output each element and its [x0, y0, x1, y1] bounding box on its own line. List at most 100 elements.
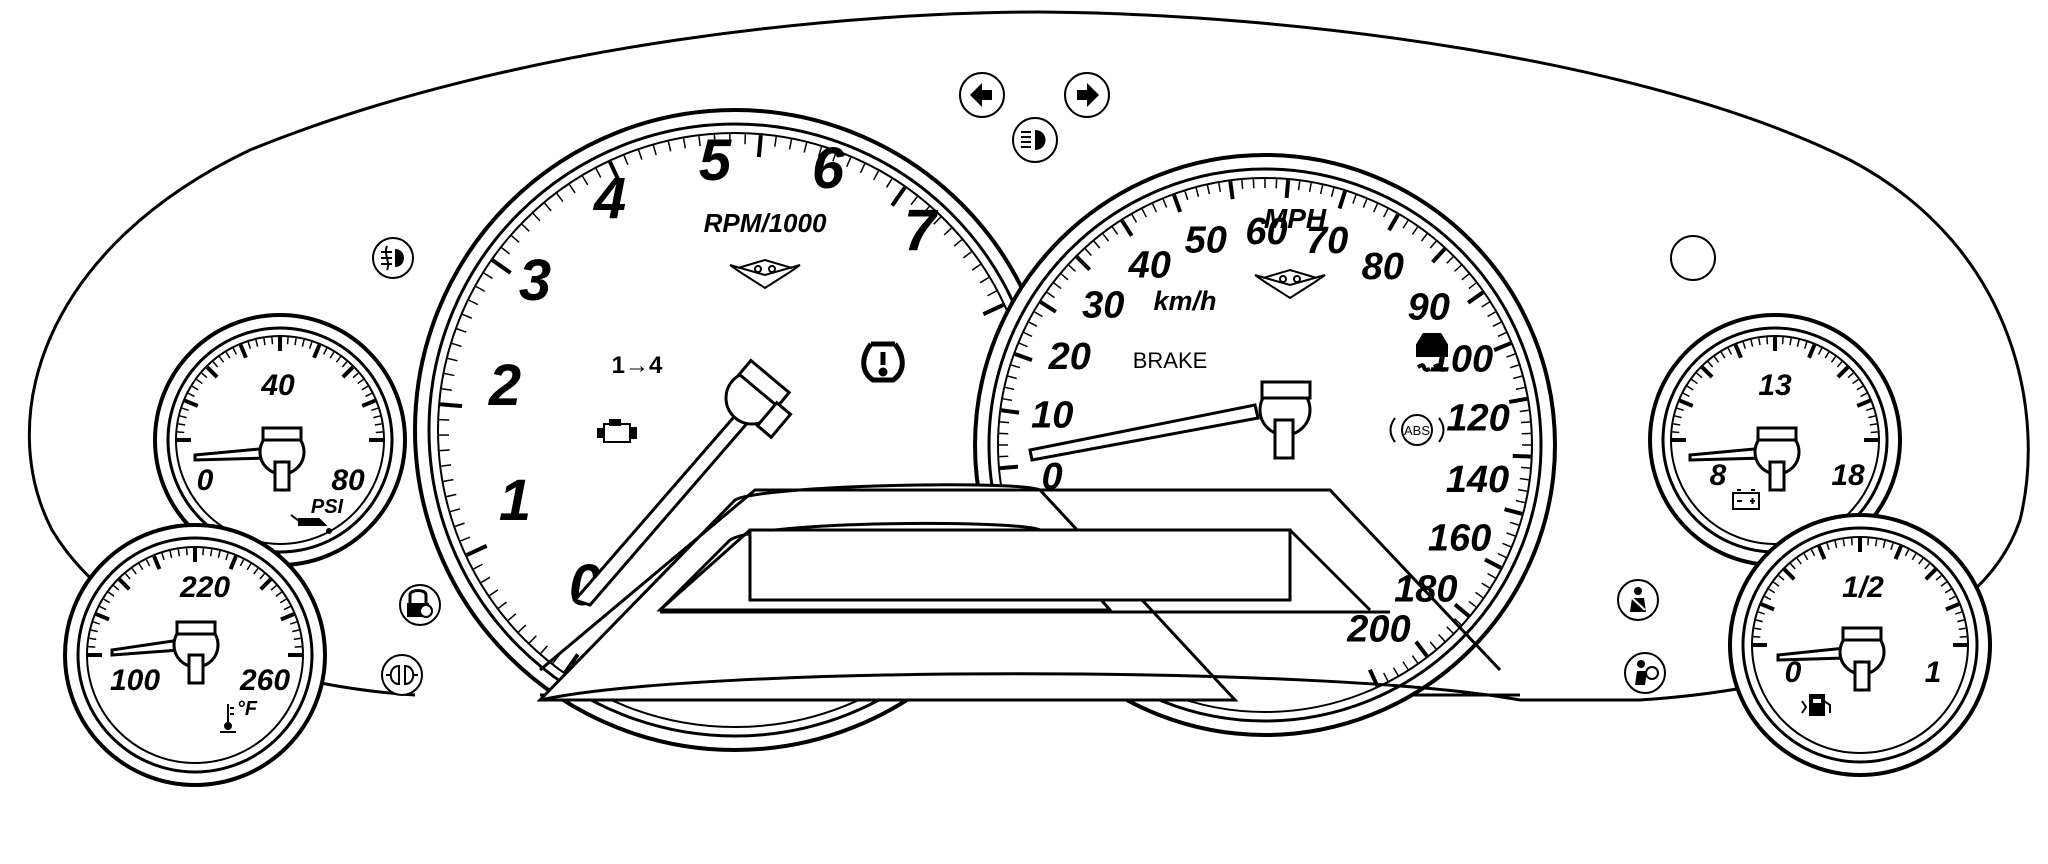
tach-tick [563, 653, 580, 674]
tach-tick [774, 136, 777, 147]
tach-tick [987, 290, 997, 297]
fuel-tick [1834, 540, 1838, 548]
speedo-tick [999, 421, 1010, 424]
tach-tick [817, 146, 823, 157]
speedo-tick [1506, 353, 1516, 358]
speedo-tick [1508, 396, 1528, 404]
volt-tick [1781, 337, 1784, 345]
volt-tick [1836, 361, 1843, 368]
temp-tick-label: 220 [179, 571, 230, 604]
oil-tick [225, 351, 231, 359]
oil-tick [179, 415, 187, 419]
voltmeter-gauge: 13 8 18 [1648, 313, 1902, 567]
volt-tick [1707, 361, 1714, 368]
speedo-tick [1481, 301, 1490, 308]
tach-tick-label: 3 [519, 248, 551, 313]
oil-tick [322, 347, 328, 355]
turn-left-icon [959, 72, 1005, 118]
speedo-tick-label: 140 [1446, 459, 1509, 501]
tach-tick [444, 372, 455, 377]
tach-tick [441, 388, 452, 391]
oil-tick [218, 356, 225, 363]
speedo-tick [1060, 273, 1069, 281]
tach-needle [572, 358, 793, 607]
oil-tick [255, 339, 259, 347]
speedo-tick [1481, 582, 1490, 589]
speedo-tick [1487, 572, 1496, 579]
oil-tick [308, 341, 313, 349]
volt-tick-label: 18 [1831, 459, 1865, 492]
volt-tick [1870, 431, 1878, 434]
speedo-tick-label: 200 [1346, 608, 1410, 650]
speedo-tick [1002, 398, 1013, 402]
speedo-tick [1362, 198, 1368, 208]
tach-tick [832, 151, 837, 162]
volt-tick [1696, 372, 1703, 379]
speedo-tick [1102, 233, 1110, 242]
volt-tick [1856, 398, 1871, 408]
speedo-tick [1487, 311, 1496, 318]
oil-tick [365, 392, 373, 398]
volt-tick [1682, 392, 1690, 398]
oil-tick [357, 378, 364, 385]
oil-tick [341, 361, 348, 368]
speedo-tick [1039, 300, 1057, 314]
fuel-tick [1754, 627, 1762, 631]
tach-tick [468, 299, 479, 306]
volt-tick [1817, 347, 1823, 355]
speedo-tick-label: 0 [1042, 456, 1063, 498]
tach-tick [962, 251, 972, 259]
fuel-tick [1789, 563, 1796, 570]
tach-tick [979, 276, 990, 284]
oil-unit: PSI [311, 496, 344, 518]
check-engine-icon [597, 419, 637, 443]
volt-tick [1796, 339, 1800, 347]
volt-tick [1758, 338, 1761, 346]
tach-tick-label: 4 [593, 166, 626, 231]
temp-tick [217, 550, 221, 558]
tach-tick [846, 157, 852, 168]
volt-tick [1860, 392, 1868, 398]
temp-needle [110, 620, 220, 685]
speedo-tick [1468, 600, 1477, 608]
speedo-tick [1502, 542, 1512, 548]
volt-needle [1688, 426, 1801, 492]
speedo-tick-label: 160 [1428, 518, 1491, 560]
volt-tick [1676, 407, 1684, 412]
fuel-tick [1867, 538, 1870, 546]
security-icon [399, 584, 441, 626]
temp-unit: °F [237, 698, 258, 720]
tire-pressure-icon [861, 341, 905, 383]
volt-tick [1691, 378, 1698, 385]
speedo-tick-label: 50 [1185, 219, 1227, 261]
oil-tick-label: 80 [331, 464, 365, 497]
speedo-tick [1492, 321, 1502, 327]
spare-indicator-lamp [1670, 235, 1716, 281]
tach-tick [637, 149, 643, 160]
fuel-tick-label: 1 [1925, 656, 1942, 689]
volt-tick [1674, 415, 1682, 419]
tach-tick [682, 138, 687, 149]
fuel-tick [1882, 540, 1886, 548]
tach-tick [568, 184, 576, 194]
speedo-tick [1484, 557, 1502, 570]
oil-tick [341, 365, 355, 379]
speedo-tick [1284, 179, 1291, 199]
temp-tick [145, 559, 151, 567]
tach-tick [441, 464, 452, 467]
fuel-tick [1755, 619, 1763, 623]
speedo-tick [1475, 591, 1484, 599]
tach-tick [698, 136, 701, 147]
oil-tick [371, 407, 379, 412]
temp-tick [293, 637, 301, 641]
temp-tick [131, 567, 137, 575]
tach-tick [922, 206, 930, 215]
tach-tick [450, 508, 461, 513]
tach-tick [451, 342, 462, 348]
temp-tick [294, 645, 302, 648]
temp-tick [169, 550, 173, 558]
abs-indicator: ABS [1389, 414, 1445, 446]
speedo-tick [1383, 672, 1389, 682]
volt-tick [1847, 372, 1854, 379]
